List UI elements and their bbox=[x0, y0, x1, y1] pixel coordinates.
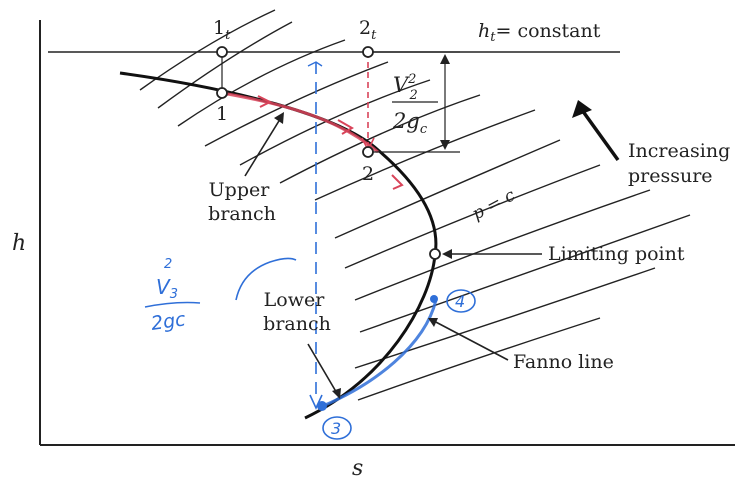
dim-arrowhead-top bbox=[440, 54, 450, 64]
pressure-lines bbox=[139, 9, 691, 401]
point-1t bbox=[216, 46, 228, 58]
handwritten-point-3: 3 bbox=[317, 401, 352, 440]
label-1: 1 bbox=[216, 103, 228, 125]
point-1 bbox=[216, 87, 228, 99]
svg-text:4: 4 bbox=[455, 292, 465, 311]
limiting-point-marker bbox=[429, 248, 441, 260]
red-tick bbox=[337, 119, 354, 135]
blue-mark-top bbox=[307, 61, 323, 67]
svg-text:2: 2 bbox=[164, 257, 172, 272]
x-axis-label: s bbox=[352, 456, 363, 481]
handwritten-fraction: V3 2 2gc bbox=[144, 257, 201, 335]
svg-text:2gc: 2gc bbox=[150, 308, 188, 335]
pressure-line bbox=[357, 317, 601, 401]
pressure-line bbox=[157, 21, 293, 109]
upper-branch-label: Upper branch bbox=[208, 179, 276, 225]
pressure-line bbox=[177, 39, 346, 127]
fanno-line-label: Fanno line bbox=[513, 351, 614, 373]
point-2 bbox=[362, 146, 374, 158]
svg-text:2gc: 2gc bbox=[392, 109, 428, 137]
increasing-pressure-arrowhead bbox=[572, 100, 592, 118]
svg-text:V22: V22 bbox=[393, 72, 418, 103]
label-2t: 2t bbox=[359, 17, 377, 43]
pressure-line bbox=[239, 79, 431, 166]
lower-branch-arrow bbox=[307, 343, 339, 396]
pressure-line bbox=[344, 164, 601, 269]
handwritten-brace bbox=[235, 257, 297, 301]
pressure-line bbox=[354, 267, 656, 369]
label-1t: 1t bbox=[213, 17, 231, 43]
pressure-line bbox=[334, 139, 561, 239]
lower-branch-label: Lower branch bbox=[263, 289, 331, 335]
handwritten-point-4: 4 bbox=[430, 289, 476, 313]
upper-branch-highlight bbox=[221, 91, 379, 154]
dim-arrowhead-bottom bbox=[440, 140, 450, 150]
pressure-line bbox=[204, 61, 389, 147]
pressure-line bbox=[354, 189, 651, 301]
fanno-line-arrowhead bbox=[428, 318, 438, 327]
fanno-line-arrow bbox=[431, 319, 509, 361]
red-tick bbox=[391, 174, 404, 190]
pressure-line bbox=[359, 214, 691, 333]
blue-dashed-arrowhead bbox=[309, 394, 323, 410]
pressure-line-label: p = c bbox=[469, 185, 519, 224]
increasing-pressure-arrow bbox=[580, 108, 620, 162]
lower-branch-arrowhead bbox=[332, 388, 341, 399]
label-2: 2 bbox=[362, 163, 374, 185]
limiting-point-label: Limiting point bbox=[548, 243, 685, 265]
y-axis-label: h bbox=[12, 231, 26, 256]
svg-text:V3: V3 bbox=[156, 275, 178, 302]
svg-text:3: 3 bbox=[331, 419, 341, 438]
red-tick bbox=[257, 95, 273, 108]
limiting-point-arrowhead bbox=[442, 249, 452, 259]
lower-branch-highlight bbox=[317, 299, 438, 410]
stagnation-label: ht= constant bbox=[478, 20, 601, 45]
upper-branch-arrow bbox=[244, 115, 283, 177]
pressure-line bbox=[279, 94, 481, 184]
point-2t bbox=[362, 46, 374, 58]
upper-branch-arrowhead bbox=[274, 112, 284, 124]
increasing-pressure-label: Increasing pressure bbox=[628, 140, 736, 187]
